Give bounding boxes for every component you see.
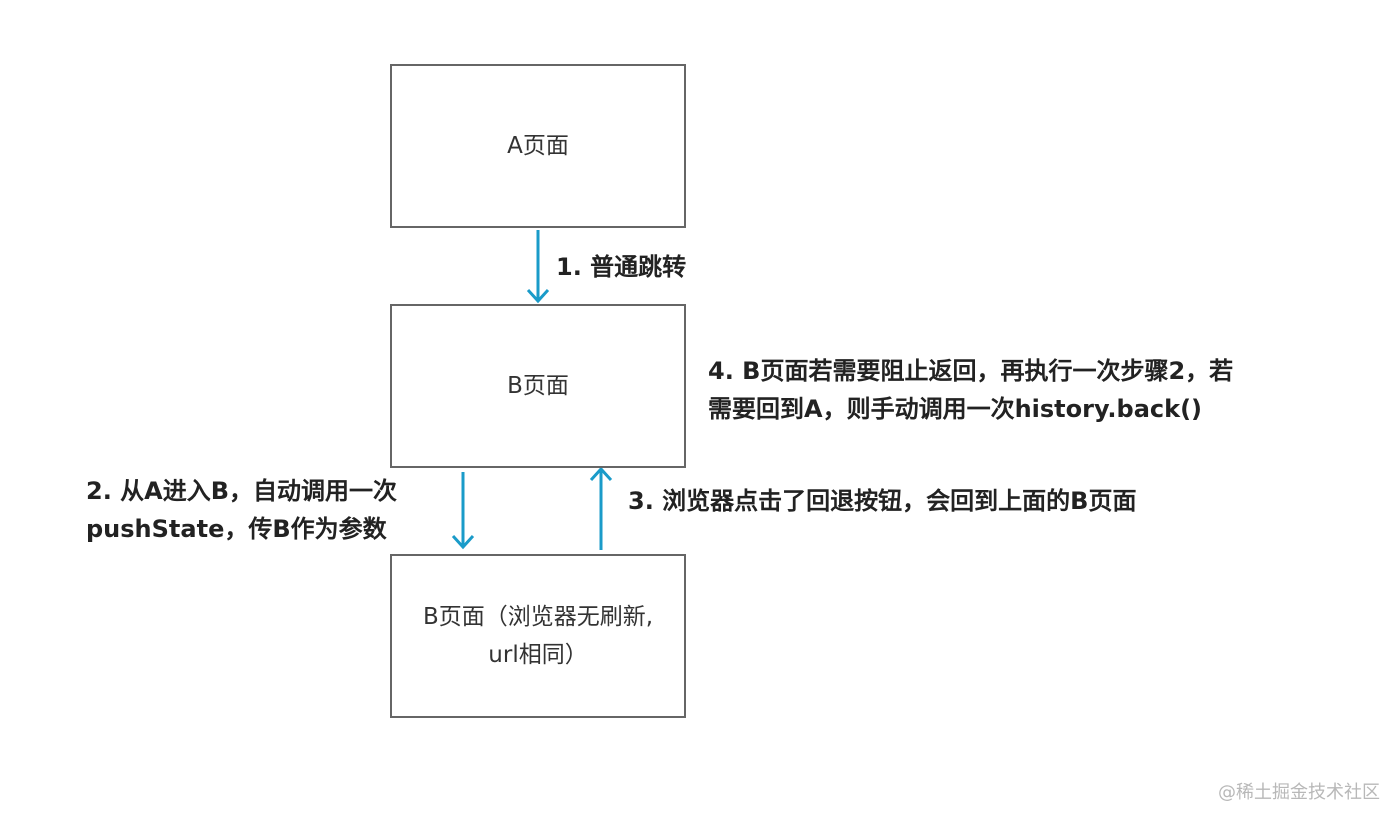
page-b-copy-line1: B页面（浏览器无刷新, xyxy=(422,604,654,630)
step4-line1: 4. B页面若需要阻止返回，再执行一次步骤2，若 xyxy=(708,357,1234,385)
watermark-text: @稀土掘金技术社区 xyxy=(1218,782,1380,803)
step1-label: 1. 普通跳转 xyxy=(556,248,686,286)
page-b-copy-text: B页面（浏览器无刷新, url相同） xyxy=(423,598,653,674)
step4-line2: 需要回到A，则手动调用一次history.back() xyxy=(708,395,1203,423)
arrow-c-to-b xyxy=(589,466,613,550)
step4-label: 4. B页面若需要阻止返回，再执行一次步骤2，若 需要回到A，则手动调用一次hi… xyxy=(708,352,1233,428)
page-b-label: B页面 xyxy=(507,373,569,399)
step2-line1: 2. 从A进入B，自动调用一次 xyxy=(86,477,398,505)
page-b-copy-line2: url相同） xyxy=(488,642,588,668)
page-b-box: B页面 xyxy=(390,304,686,468)
step3-label: 3. 浏览器点击了回退按钮，会回到上面的B页面 xyxy=(628,482,1136,520)
step1-text: 1. 普通跳转 xyxy=(556,253,687,281)
step2-label: 2. 从A进入B，自动调用一次 pushState，传B作为参数 xyxy=(86,472,397,548)
page-b-copy-box: B页面（浏览器无刷新, url相同） xyxy=(390,554,686,718)
arrow-a-to-b xyxy=(526,230,550,304)
page-a-label: A页面 xyxy=(507,133,569,159)
step2-line2: pushState，传B作为参数 xyxy=(86,515,387,543)
arrow-b-to-c xyxy=(451,472,475,550)
page-a-box: A页面 xyxy=(390,64,686,228)
step3-text: 3. 浏览器点击了回退按钮，会回到上面的B页面 xyxy=(628,487,1137,515)
